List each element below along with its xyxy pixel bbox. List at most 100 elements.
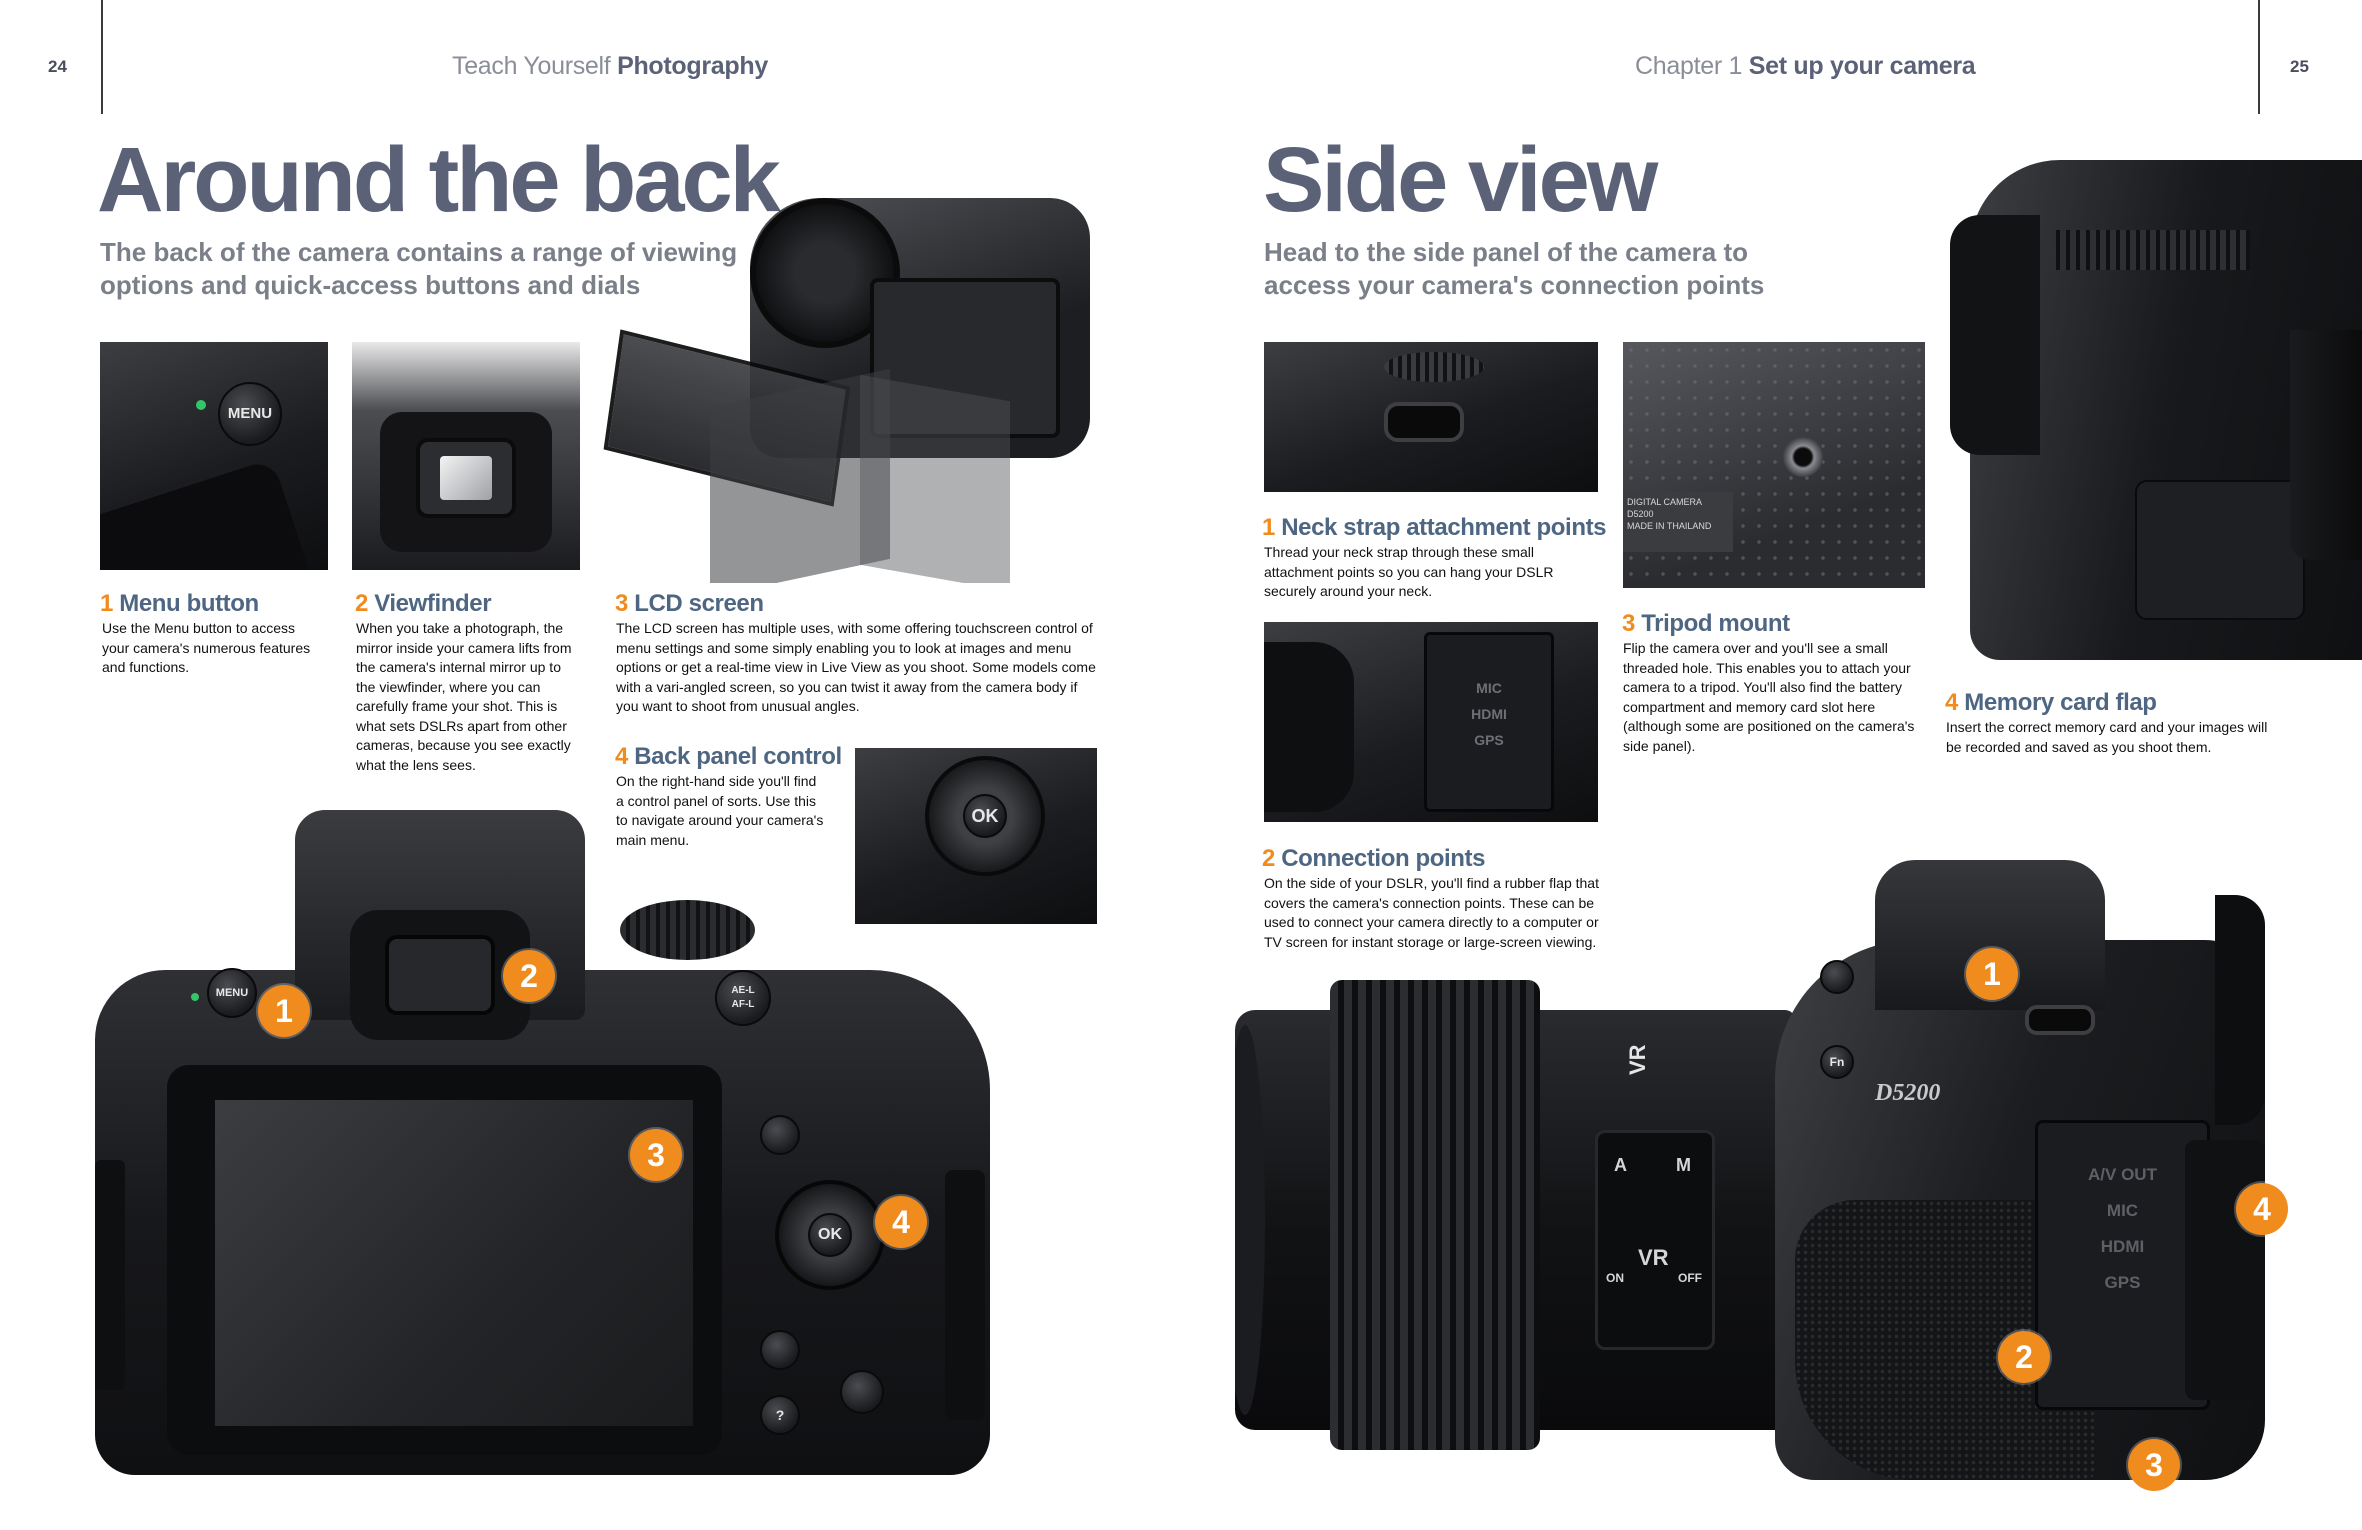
help-zoom-out-button: ?: [760, 1395, 800, 1435]
vr-switch-label: VR: [1638, 1245, 1669, 1270]
camera-side-photo: A M VR ON OFF VR A/V OUT MIC HDMI GPS D5…: [1235, 840, 2265, 1490]
control-pad-photo: OK: [855, 748, 1097, 924]
running-head-book: Teach Yourself: [452, 52, 618, 80]
running-head-chapter-title: Set up your camera: [1748, 52, 1976, 80]
left-badge-2: 2: [503, 950, 555, 1002]
menu-button: MENU: [207, 968, 257, 1018]
left-callout-1-body: Use the Menu button to access your camer…: [102, 620, 311, 675]
left-page-number: 24: [48, 57, 67, 76]
left-page-title: Around the back: [97, 129, 781, 231]
ok-button-closeup: OK: [963, 794, 1007, 838]
left-running-head: Teach Yourself Photography: [452, 52, 768, 81]
right-subtitle-line2: access your camera's connection points: [1264, 270, 1765, 300]
vr-off-label: OFF: [1678, 1271, 1702, 1285]
left-callout-4-heading: 4 Back panel control: [615, 743, 842, 771]
af-m-label: M: [1676, 1155, 1691, 1175]
left-subtitle-line2: options and quick-access buttons and dia…: [100, 270, 641, 300]
left-badge-1: 1: [258, 985, 310, 1037]
left-callout-1-heading: 1 Menu button: [100, 590, 259, 618]
side-camera-top-photo: [1950, 140, 2362, 660]
right-callout-3-body: Flip the camera over and you'll see a sm…: [1623, 640, 1915, 754]
callout-title: Viewfinder: [374, 590, 492, 617]
right-callout-1-body: Thread your neck strap through these sma…: [1264, 544, 1554, 599]
callout-title: LCD screen: [634, 590, 764, 617]
callout-number: 3: [1622, 610, 1635, 637]
right-badge-4: 4: [2236, 1183, 2288, 1235]
callout-number: 4: [615, 743, 628, 770]
right-header-rule: [2258, 0, 2260, 114]
left-callout-3-heading: 3 LCD screen: [615, 590, 764, 618]
tripod-mount-photo: DIGITAL CAMERA D5200 MADE IN THAILAND: [1623, 342, 1925, 588]
left-badge-4: 4: [875, 1196, 927, 1248]
model-badge: D5200: [1875, 1080, 1941, 1106]
callout-title: Back panel control: [634, 743, 842, 770]
callout-number: 2: [355, 590, 368, 617]
vari-angle-camera-photo: [600, 168, 1155, 583]
neck-strap-photo: [1264, 342, 1598, 492]
ae-af-lock-button: AE-L AF-L: [715, 970, 771, 1026]
afl-label: AF-L: [731, 999, 755, 1010]
af-a-label: A: [1614, 1155, 1627, 1175]
left-header-rule: [101, 0, 103, 114]
bottom-label-text: DIGITAL CAMERA D5200: [1627, 497, 1702, 519]
hdmi-label: HDMI: [1471, 706, 1507, 722]
mic-port-label: MIC: [2106, 1201, 2139, 1220]
flash-button: [1820, 960, 1854, 994]
right-page-subtitle: Head to the side panel of the camera to …: [1264, 236, 1764, 302]
delete-button: [840, 1370, 884, 1414]
callout-number: 1: [100, 590, 113, 617]
menu-button-closeup: MENU: [218, 382, 282, 446]
lens-switch-panel: A M VR ON OFF: [1595, 1130, 1715, 1350]
ok-button: OK: [808, 1213, 852, 1257]
callout-number: 3: [615, 590, 628, 617]
callout-title: Tripod mount: [1641, 610, 1790, 637]
connection-flap-photo: MIC HDMI GPS: [1264, 622, 1598, 822]
zoom-in-button: [760, 1330, 800, 1370]
right-callout-3-heading: 3 Tripod mount: [1622, 610, 1790, 638]
hdmi-port-label: HDMI: [2100, 1237, 2145, 1256]
running-head-chapter: Chapter 1: [1635, 52, 1749, 80]
callout-title: Menu button: [119, 590, 259, 617]
callout-number: 1: [1262, 514, 1275, 541]
viewfinder-photo: [352, 342, 580, 570]
mic-label: MIC: [1476, 680, 1502, 696]
callout-number: 2: [1262, 845, 1275, 872]
left-page-subtitle: The back of the camera contains a range …: [100, 236, 737, 302]
right-page-title: Side view: [1263, 129, 1658, 231]
left-badge-3: 3: [630, 1129, 682, 1181]
callout-title: Memory card flap: [1964, 689, 2157, 716]
right-callout-2-heading: 2 Connection points: [1262, 845, 1485, 873]
right-subtitle-line1: Head to the side panel of the camera to: [1264, 237, 1748, 267]
left-callout-4-body: On the right-hand side you'll find a con…: [616, 773, 824, 848]
connection-flap: A/V OUT MIC HDMI GPS: [2035, 1120, 2210, 1410]
right-badge-3: 3: [2128, 1439, 2180, 1491]
right-callout-2-body: On the side of your DSLR, you'll find a …: [1264, 875, 1599, 950]
right-callout-4-heading: 4 Memory card flap: [1945, 689, 2157, 717]
connection-flap-closeup: MIC HDMI GPS: [1424, 632, 1554, 812]
left-callout-2-heading: 2 Viewfinder: [355, 590, 492, 618]
right-running-head: Chapter 1 Set up your camera: [1635, 52, 1976, 81]
gps-port-label: GPS: [2104, 1273, 2141, 1292]
right-callout-4-body: Insert the correct memory card and your …: [1946, 719, 2268, 755]
vr-on-label: ON: [1606, 1271, 1624, 1285]
ael-label: AE-L: [731, 985, 755, 996]
right-page-number: 25: [2290, 57, 2309, 76]
left-callout-2-body: When you take a photograph, the mirror i…: [356, 620, 572, 773]
left-subtitle-line1: The back of the camera contains a range …: [100, 237, 738, 267]
tripod-label-plate: DIGITAL CAMERA D5200 MADE IN THAILAND: [1623, 492, 1733, 552]
playback-button: [760, 1115, 800, 1155]
av-out-label: A/V OUT: [2088, 1165, 2157, 1184]
right-badge-2: 2: [1998, 1331, 2050, 1383]
right-badge-1: 1: [1966, 948, 2018, 1000]
made-in-text: MADE IN THAILAND: [1627, 521, 1712, 531]
running-head-book-bold: Photography: [617, 52, 768, 80]
left-callout-3-body: The LCD screen has multiple uses, with s…: [616, 620, 1096, 714]
camera-back-photo: MENU AE-L AF-L OK ?: [95, 790, 995, 1480]
fn-button: Fn: [1820, 1045, 1854, 1079]
lens-vr-mark: VR: [1625, 1044, 1650, 1075]
callout-number: 4: [1945, 689, 1958, 716]
right-callout-1-heading: 1 Neck strap attachment points: [1262, 514, 1607, 542]
menu-button-photo: MENU: [100, 342, 328, 570]
callout-title: Neck strap attachment points: [1281, 514, 1607, 541]
callout-title: Connection points: [1281, 845, 1486, 872]
